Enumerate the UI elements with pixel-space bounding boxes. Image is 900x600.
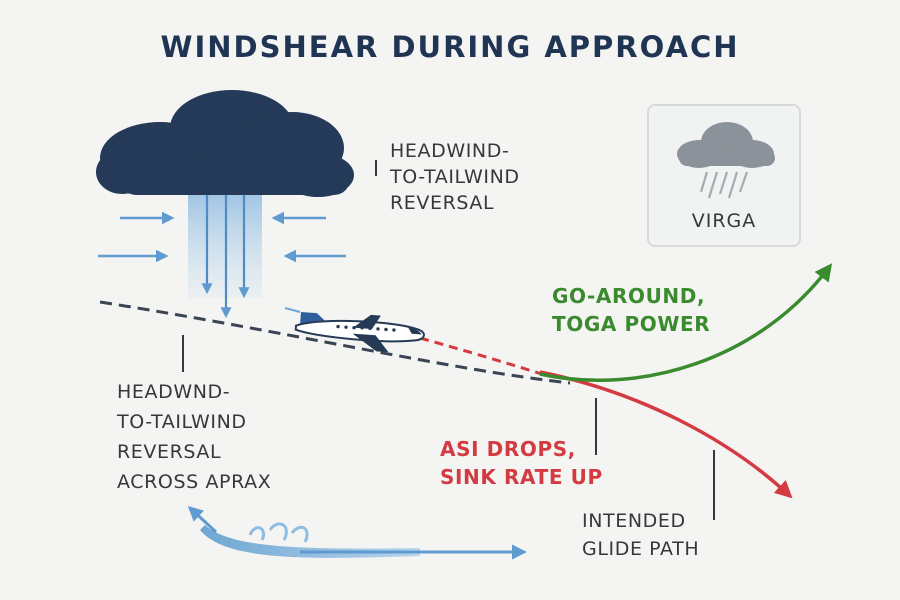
cloud-reversal-line: TO-TAILWIND [390, 166, 520, 188]
diagram-title: WINDSHEAR DURING APPROACH [160, 30, 740, 64]
intended-glide-path-line: INTENDED [582, 510, 686, 532]
asi-drops-line: ASI DROPS, [440, 437, 576, 461]
cloud-reversal-label: HEADWIND- TO-TAILWIND REVERSAL [390, 138, 520, 216]
across-reversal-line: HEADWND- [117, 381, 231, 403]
go-around-path-line [539, 263, 833, 382]
rain-cloud-icon [677, 122, 775, 199]
intended-glide-path-line: GLIDE PATH [582, 538, 700, 560]
across-reversal-line: TO-TAILWIND [117, 411, 247, 433]
ground-wind-icon [187, 505, 527, 560]
aircraft-motion-line [284, 307, 301, 313]
storm-cloud-icon [96, 90, 354, 197]
across-reversal-line: ACROSS APRAX [117, 471, 272, 493]
leader-lines [182, 160, 715, 520]
sink-path-dashed [419, 336, 546, 377]
across-reversal-label: HEADWND- TO-TAILWIND REVERSAL ACROSS APR… [117, 377, 271, 497]
across-reversal-line: REVERSAL [117, 441, 222, 463]
go-around-line: TOGA POWER [552, 312, 711, 336]
virga-label: VIRGA [691, 210, 757, 232]
go-around-line: GO-AROUND, [552, 284, 706, 308]
inflow-arrows [98, 211, 346, 263]
virga-panel: VIRGA [647, 104, 801, 247]
go-around-label: GO-AROUND, TOGA POWER [552, 282, 710, 338]
intended-glide-path-line [99, 300, 571, 385]
cloud-reversal-line: REVERSAL [390, 192, 495, 214]
asi-drops-line: SINK RATE UP [440, 465, 603, 489]
cloud-reversal-line: HEADWIND- [390, 140, 510, 162]
downdraft-arrows [201, 190, 250, 319]
intended-glide-path-label: INTENDED GLIDE PATH [582, 507, 699, 563]
aircraft-icon [294, 311, 425, 353]
asi-drops-label: ASI DROPS, SINK RATE UP [440, 435, 603, 491]
